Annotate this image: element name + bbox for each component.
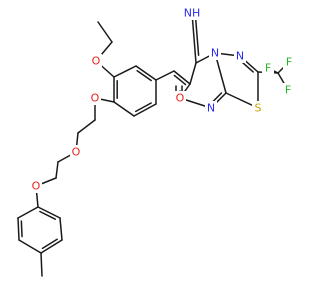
bond-ch1-ch2 [77, 119, 96, 134]
atom-n-pyrimidine: N [205, 101, 217, 115]
bond-b2-b3 [135, 65, 157, 81]
molecule-structure: O O O O O NH N N [17, 6, 295, 277]
bond-t3-t4 [40, 239, 63, 254]
atom-s-thiadiazole: S [252, 101, 264, 115]
atom-label-layer: O O O O O NH N N [30, 6, 295, 193]
svg-text:O: O [176, 92, 185, 105]
atom-o-chain-1: O [70, 145, 82, 159]
svg-text:O: O [32, 180, 41, 193]
bond-t4-tMe [40, 252, 43, 277]
double-bond-t5-t6 [20, 220, 23, 238]
bond-b3-vC [155, 70, 175, 81]
double-bond-c5-nH [195, 19, 200, 56]
svg-text:F: F [265, 62, 271, 75]
double-bond-t3-t4 [41, 238, 58, 250]
bond-b1-b2 [113, 65, 137, 78]
double-bond-b2-b3 [136, 69, 152, 82]
bond-b4-b5 [133, 103, 157, 117]
svg-text:N: N [211, 47, 219, 60]
svg-text:N: N [207, 102, 215, 115]
double-bond-vC-c6 [173, 74, 187, 86]
bond-t5-t6 [17, 217, 20, 241]
svg-text:F: F [285, 84, 291, 97]
bond-layer [17, 12, 290, 277]
atom-n-ring-top: N [209, 46, 221, 60]
svg-text:O: O [92, 55, 101, 68]
atom-o-carbonyl: O [174, 91, 186, 105]
svg-text:F: F [286, 56, 292, 69]
atom-o-ether-ring: O [89, 91, 101, 105]
svg-text:NH: NH [184, 7, 201, 20]
bond-c5-nH [191, 12, 197, 64]
double-bond-b4-b5 [135, 102, 152, 113]
atom-n-thiadiazole: N [234, 49, 246, 63]
bond-t6-t1 [17, 206, 39, 219]
svg-text:O: O [91, 92, 100, 105]
atom-o-ethoxy: O [90, 54, 102, 68]
svg-text:N: N [236, 50, 244, 63]
bond-c6-c5 [189, 62, 197, 85]
bond-t4-t5 [18, 239, 42, 254]
svg-text:S: S [255, 102, 262, 115]
svg-text:O: O [72, 146, 81, 159]
bond-b5-b6 [113, 101, 135, 117]
atom-o-chain-2: O [30, 179, 42, 193]
atom-f-3: F [282, 83, 294, 97]
atom-f-2: F [283, 55, 295, 69]
bond-ch3-ch4 [55, 161, 59, 179]
atom-f-1: F [262, 61, 274, 75]
bond-t1-t2 [37, 206, 61, 219]
bond-vC-c6 [173, 70, 191, 85]
double-bond-t1-t2 [39, 210, 57, 220]
bond-etC2-etC1 [97, 21, 113, 43]
atom-n-imino: NH [182, 6, 202, 20]
bond-t2-t3 [59, 217, 63, 241]
